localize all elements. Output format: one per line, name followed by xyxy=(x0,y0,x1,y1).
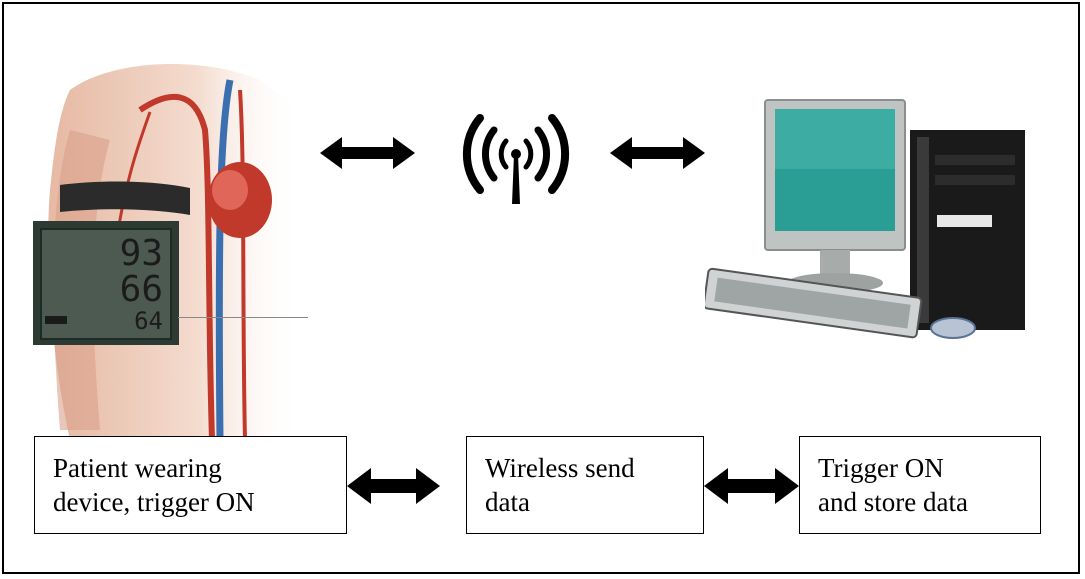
step-label-line2: data xyxy=(485,487,530,517)
step-label-line1: Patient wearing xyxy=(53,453,222,483)
step-label-line2: and store data xyxy=(818,487,968,517)
diastolic-reading: 66 xyxy=(120,269,163,310)
double-arrow-icon xyxy=(610,137,705,169)
double-arrow-icon xyxy=(347,468,440,504)
desktop-computer-icon xyxy=(705,99,1025,339)
monitor-lead-line xyxy=(178,317,308,318)
wireless-signal-icon xyxy=(462,114,570,204)
step-box-computer: Trigger ON and store data xyxy=(799,436,1041,534)
systolic-reading: 93 xyxy=(120,233,163,274)
pulse-reading: 64 xyxy=(134,307,163,335)
step-label-line2: device, trigger ON xyxy=(53,487,255,517)
step-box-patient: Patient wearing device, trigger ON xyxy=(34,436,347,534)
double-arrow-icon xyxy=(704,468,799,504)
double-arrow-icon xyxy=(320,137,415,169)
step-label-line1: Wireless send xyxy=(485,453,635,483)
step-label-line1: Trigger ON xyxy=(818,453,944,483)
blood-pressure-monitor-icon: 93 66 64 xyxy=(33,221,179,345)
step-box-wireless: Wireless send data xyxy=(466,436,704,534)
